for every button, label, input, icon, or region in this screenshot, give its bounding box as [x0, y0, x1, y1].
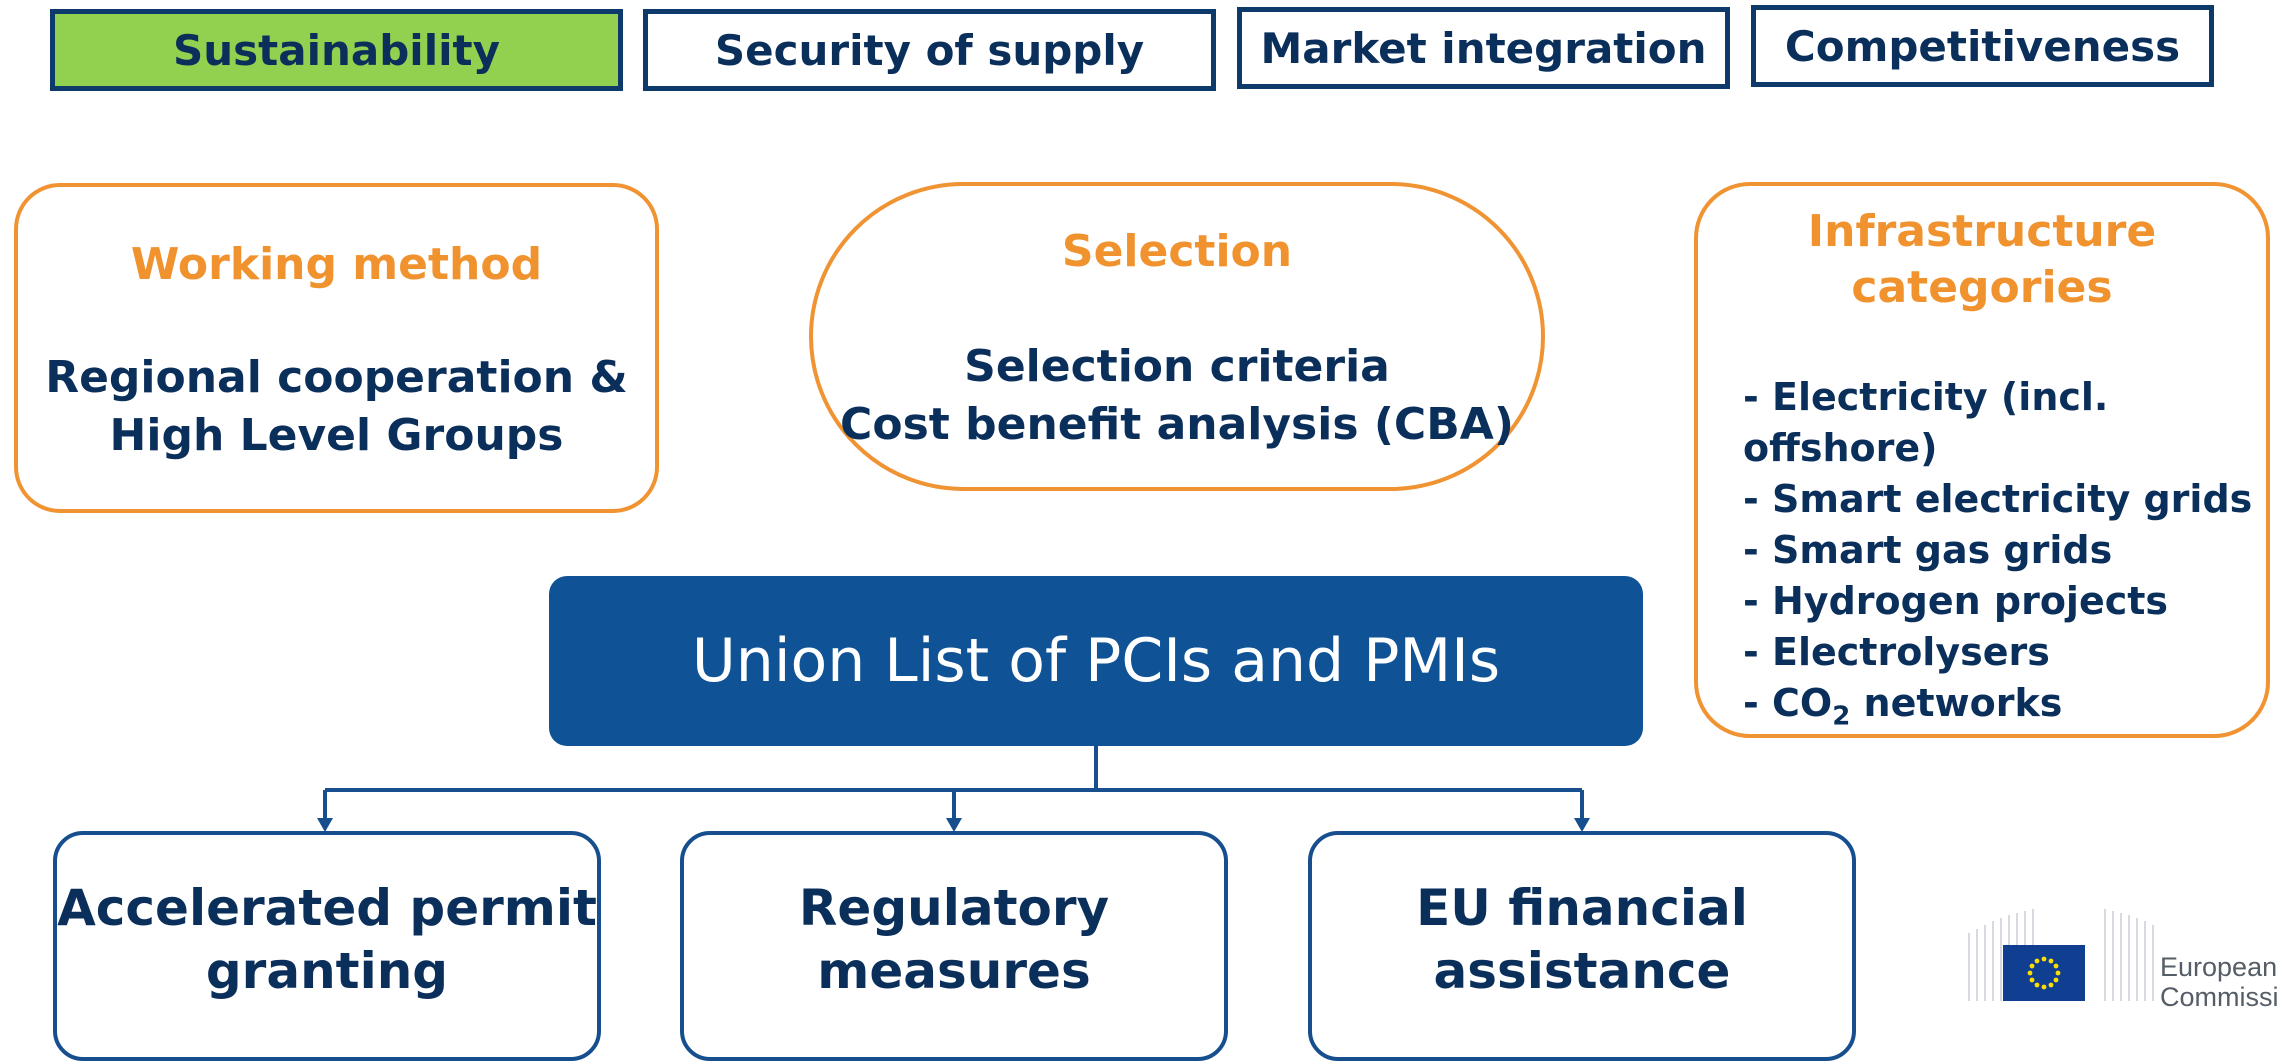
list-item: offshore) — [1743, 426, 1938, 470]
regulatory-line-2: measures — [817, 942, 1091, 1000]
accelerated-permit-box: Accelerated permit granting — [53, 831, 601, 1061]
union-list-box: Union List of PCIs and PMIs — [549, 576, 1643, 746]
list-item: - Electricity (incl. — [1743, 375, 2109, 419]
working-method-line-2: High Level Groups — [109, 410, 564, 461]
infrastructure-list: - Electricity (incl. offshore) - Smart e… — [1743, 372, 2252, 743]
infrastructure-title-line-1: Infrastructure — [1807, 206, 2157, 257]
working-method-box: Working method Regional cooperation & Hi… — [14, 183, 659, 513]
regulatory-line-1: Regulatory — [798, 879, 1110, 937]
list-item: - CO2 networks — [1743, 678, 2252, 743]
co2-prefix: - CO — [1743, 681, 1833, 725]
tag-market-integration: Market integration — [1237, 7, 1730, 89]
list-item: - Smart gas grids — [1743, 528, 2113, 572]
financial-line-2: assistance — [1433, 942, 1731, 1000]
list-item: - Hydrogen projects — [1743, 579, 2169, 623]
european-commission-text: European Commission — [2160, 952, 2279, 1012]
list-item: - Electrolysers — [1743, 630, 2050, 674]
selection-box: Selection Selection criteria Cost benefi… — [809, 182, 1545, 491]
regulatory-measures-box: Regulatory measures — [680, 831, 1228, 1061]
working-method-line-1: Regional cooperation & — [45, 352, 628, 403]
connector-arrows — [317, 746, 1590, 832]
working-method-body: Regional cooperation & High Level Groups — [18, 349, 655, 465]
infrastructure-title: Infrastructure categories — [1698, 204, 2266, 316]
list-item: - Smart electricity grids — [1743, 477, 2253, 521]
permit-line-2: granting — [205, 942, 449, 1000]
tag-sustainability: Sustainability — [50, 9, 623, 91]
tag-competitiveness: Competitiveness — [1751, 5, 2214, 87]
selection-body: Selection criteria Cost benefit analysis… — [813, 338, 1541, 454]
infrastructure-categories-box: Infrastructure categories - Electricity … — [1694, 182, 2270, 738]
european-commission-logo — [1968, 909, 2154, 1001]
permit-line-1: Accelerated permit — [57, 879, 597, 937]
financial-line-1: EU financial — [1416, 879, 1748, 937]
infrastructure-title-line-2: categories — [1851, 262, 2113, 313]
co2-suffix: networks — [1850, 681, 2063, 725]
selection-line-2: Cost benefit analysis (CBA) — [840, 399, 1514, 450]
tag-security-of-supply: Security of supply — [643, 9, 1216, 91]
co2-subscript: 2 — [1832, 701, 1851, 732]
ec-text-line-1: European — [2160, 952, 2278, 982]
ec-text-line-2: Commission — [2160, 982, 2279, 1012]
eu-financial-assistance-box: EU financial assistance — [1308, 831, 1856, 1061]
selection-line-1: Selection criteria — [964, 341, 1390, 392]
selection-title: Selection — [1061, 226, 1293, 277]
working-method-title: Working method — [130, 239, 543, 290]
